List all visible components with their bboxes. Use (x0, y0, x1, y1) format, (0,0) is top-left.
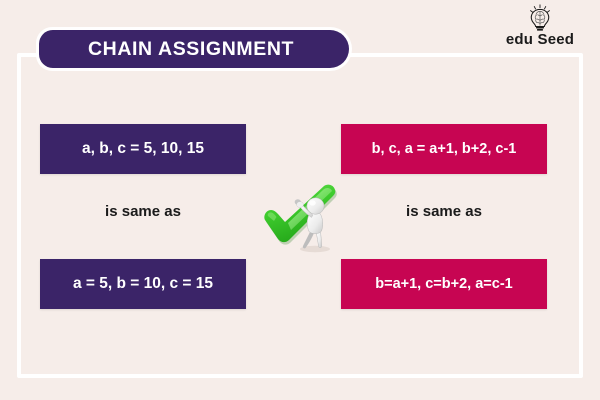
checkmark-illustration (258, 176, 350, 258)
code-box-bottom-left: a = 5, b = 10, c = 15 (40, 259, 246, 309)
page-title: CHAIN ASSIGNMENT (87, 37, 295, 60)
person-figure (294, 197, 330, 253)
code-box-top-left-text: a, b, c = 5, 10, 15 (82, 140, 204, 157)
green-checkmark-icon (264, 184, 337, 253)
connector-label-left: is same as (105, 203, 181, 220)
logo-wordmark: edu Seed (506, 31, 574, 48)
lightbulb-brain-icon (530, 4, 550, 31)
logo-text-edu: edu (505, 31, 534, 48)
code-box-top-left: a, b, c = 5, 10, 15 (40, 124, 246, 174)
eduseed-logo: edu Seed (494, 4, 586, 50)
connector-label-right: is same as (406, 203, 482, 220)
title-banner: CHAIN ASSIGNMENT (36, 27, 352, 71)
code-box-bottom-right-text: b=a+1, c=b+2, a=c-1 (375, 276, 513, 292)
code-box-top-right-text: b, c, a = a+1, b+2, c-1 (371, 141, 517, 157)
code-box-top-right: b, c, a = a+1, b+2, c-1 (341, 124, 547, 174)
logo-text-seed: Seed (537, 31, 575, 48)
title-banner-fill: CHAIN ASSIGNMENT (39, 30, 349, 68)
code-box-bottom-left-text: a = 5, b = 10, c = 15 (72, 275, 214, 292)
code-box-bottom-right: b=a+1, c=b+2, a=c-1 (341, 259, 547, 309)
